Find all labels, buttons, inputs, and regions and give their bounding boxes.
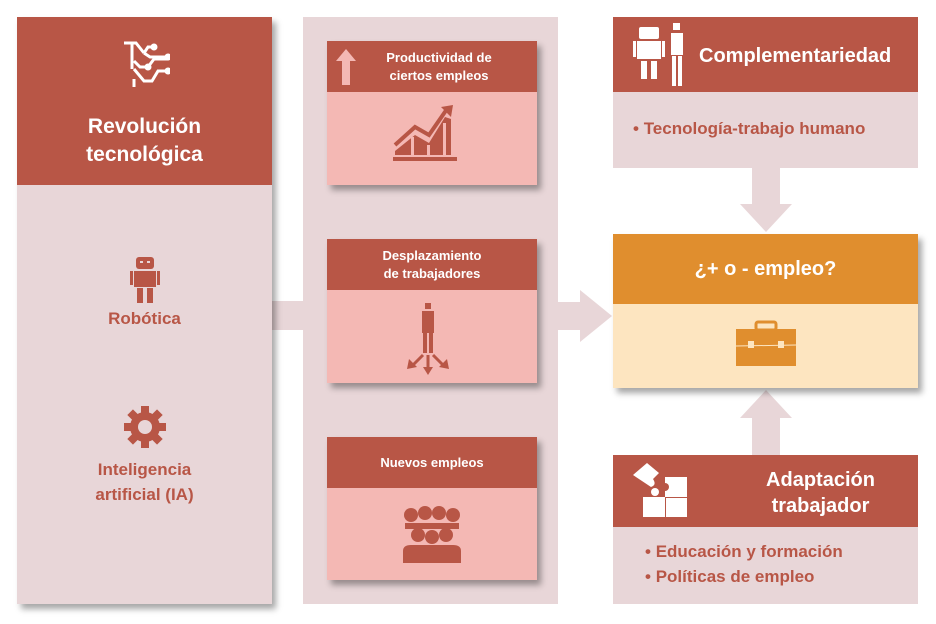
title-line: Productividad de	[386, 49, 492, 65]
bullet-item: Tecnología-trabajo humano	[633, 116, 866, 141]
person-displacement-icon	[407, 303, 449, 375]
puzzle-icon	[633, 463, 687, 517]
title-line: Revolución	[87, 115, 202, 138]
left-panel-title: Revolución tecnológica	[17, 113, 272, 169]
complementariedad-box: Complementariedad Tecnología-trabajo hum…	[613, 17, 918, 168]
card-title: Productividad de ciertos empleos	[386, 49, 491, 85]
result-box: ¿+ o - empleo?	[613, 234, 918, 388]
card-header: Nuevos empleos	[327, 437, 537, 488]
title-line: Desplazamiento	[382, 247, 482, 263]
people-group-icon	[403, 506, 461, 563]
result-title: ¿+ o - empleo?	[694, 257, 837, 280]
complementariedad-header: Complementariedad	[613, 17, 918, 92]
card-nuevos-empleos: Nuevos empleos	[327, 437, 537, 580]
growth-chart-icon	[393, 105, 457, 161]
left-panel-header: Revolución tecnológica	[17, 17, 272, 185]
bullet-item: Políticas de empleo	[645, 564, 843, 589]
circuit-icon	[124, 41, 170, 87]
adaptacion-header: Adaptación trabajador	[613, 455, 918, 527]
connector-left-middle	[270, 301, 306, 330]
title-line: tecnológica	[86, 143, 203, 166]
arrow-right-icon	[556, 290, 612, 342]
adaptacion-title: Adaptación trabajador	[733, 467, 908, 519]
adaptacion-box: Adaptación trabajador Educación y formac…	[613, 455, 918, 604]
gear-icon	[124, 406, 166, 448]
card-productividad: Productividad de ciertos empleos	[327, 41, 537, 185]
bullet-item: Educación y formación	[645, 539, 843, 564]
arrow-up-icon	[740, 390, 792, 456]
label-line: Inteligencia	[97, 460, 192, 479]
robot-human-icon	[633, 23, 683, 86]
card-desplazamiento: Desplazamiento de trabajadores	[327, 239, 537, 383]
title-line: ciertos empleos	[389, 67, 489, 83]
adaptacion-list: Educación y formación Políticas de emple…	[645, 539, 843, 589]
item-robotica-label: Robótica	[108, 309, 181, 328]
arrow-up-icon	[336, 49, 356, 85]
title-line: de trabajadores	[383, 265, 481, 281]
arrow-down-icon	[740, 166, 792, 232]
robot-icon	[130, 257, 160, 303]
item-ia-label: Inteligencia artificial (IA)	[17, 457, 272, 507]
card-title: Desplazamiento de trabajadores	[383, 247, 482, 283]
card-header: Productividad de ciertos empleos	[327, 41, 537, 92]
card-header: Desplazamiento de trabajadores	[327, 239, 537, 290]
briefcase-icon	[736, 320, 796, 366]
complementariedad-title: Complementariedad	[699, 45, 892, 67]
title-line: trabajador	[771, 495, 870, 517]
card-title: Nuevos empleos	[380, 455, 484, 470]
result-header: ¿+ o - empleo?	[613, 234, 918, 304]
left-panel: Revolución tecnológica Robótica Intelige…	[17, 17, 272, 604]
complementariedad-list: Tecnología-trabajo humano	[633, 116, 866, 141]
title-line: Adaptación	[766, 469, 875, 491]
label-line: artificial (IA)	[95, 485, 194, 504]
